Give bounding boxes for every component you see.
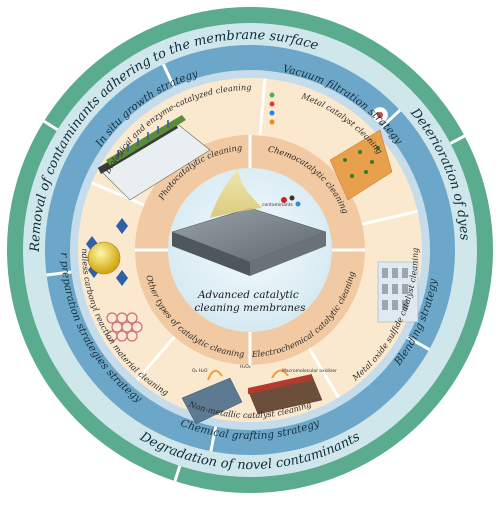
- bottom-left-label: O₂ H₂O: [192, 368, 208, 374]
- non-metallic-illustration: O₂ H₂O H₂O₂ Macromolecular oxidizer: [181, 364, 337, 425]
- center-label-line-2: cleaning membranes: [194, 302, 306, 314]
- contaminants-label: contaminants: [262, 202, 293, 208]
- metal-catalyst-illustration: [269, 92, 393, 201]
- ring-divider: [406, 335, 431, 351]
- ring-divider: [173, 465, 182, 482]
- bottom-mid-label: H₂O₂: [240, 364, 251, 370]
- metal-oxide-illustration: [377, 261, 419, 323]
- ring-divider: [43, 119, 59, 131]
- center-label-line-1: Advanced catalytic: [197, 289, 299, 301]
- center-membrane-illustration: contaminants Advanced catalytic cleaning…: [171, 168, 327, 314]
- ring-dividers: [43, 63, 466, 482]
- ring-divider: [380, 109, 401, 129]
- ring-divider: [449, 134, 466, 145]
- boundless-illustration: [86, 218, 143, 342]
- ring-divider: [361, 209, 418, 226]
- ring-divider: [136, 335, 176, 381]
- bottom-right-label: Macromolecular oxidizer: [282, 368, 337, 374]
- ring-divider: [91, 181, 145, 207]
- ring-divider: [46, 270, 72, 277]
- center-label: Advanced catalytic cleaning membranes: [194, 289, 306, 314]
- ring-divider: [307, 347, 340, 399]
- ring-divider: [162, 63, 176, 88]
- bio-enzyme-illustration: [97, 115, 211, 201]
- ring-divider: [209, 426, 218, 452]
- ring-divider: [258, 78, 267, 136]
